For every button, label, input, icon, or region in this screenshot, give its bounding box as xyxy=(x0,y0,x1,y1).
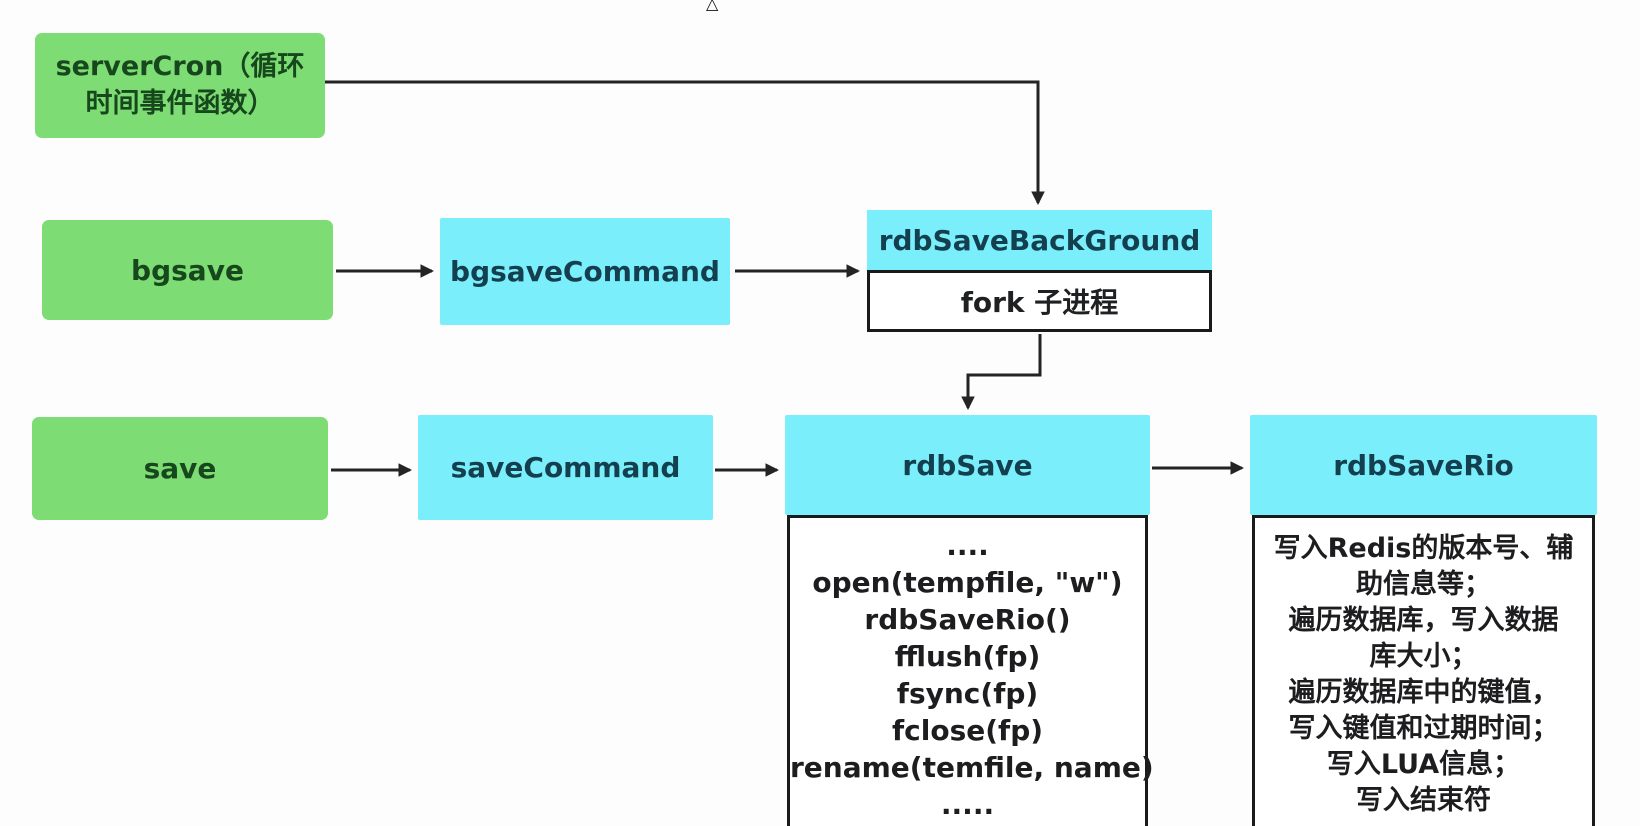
detail-line: 写入键值和过期时间； xyxy=(1288,713,1559,744)
rdbsave-steps-box: .... open(tempfile, "w") rdbSaveRio() ff… xyxy=(787,515,1154,826)
detail-line: 写入Redis的版本号、辅 xyxy=(1273,533,1574,564)
code-line: rdbSaveRio() xyxy=(864,603,1071,636)
node-save-command: saveCommand xyxy=(418,415,713,520)
connector-fork-to-rdbsave xyxy=(961,334,1042,411)
node-rdb-save: rdbSave xyxy=(785,415,1150,515)
node-rdb-save-background: rdbSaveBackGround xyxy=(867,210,1212,270)
node-save-command-label: saveCommand xyxy=(450,451,681,484)
label-line: 时间事件函数） xyxy=(85,87,275,119)
node-rdb-save-background-label: rdbSaveBackGround xyxy=(878,223,1201,257)
connector-servercron-to-rdbsavebackground xyxy=(325,80,1045,206)
code-line: fflush(fp) xyxy=(894,640,1041,673)
node-rdb-save-rio: rdbSaveRio xyxy=(1250,415,1597,515)
node-save-label: save xyxy=(143,452,217,485)
node-fork-child-process: fork 子进程 xyxy=(867,270,1212,332)
node-bgsave-command-label: bgsaveCommand xyxy=(450,255,720,288)
detail-line: 写入结束符 xyxy=(1356,785,1491,816)
code-line: rename(temfile, name) xyxy=(790,751,1154,784)
node-servercron: serverCron（循环 时间事件函数） xyxy=(35,33,325,138)
node-fork-label: fork 子进程 xyxy=(960,286,1119,319)
code-line: .... xyxy=(946,529,989,562)
detail-line: 助信息等； xyxy=(1356,569,1491,600)
code-line: fsync(fp) xyxy=(896,677,1039,710)
rdbsaverio-steps-box: 写入Redis的版本号、辅 助信息等； 遍历数据库，写入数据 库大小； 遍历数据… xyxy=(1252,515,1595,826)
detail-line: 遍历数据库，写入数据 xyxy=(1288,605,1559,636)
code-line: ..... xyxy=(940,788,995,821)
code-line: open(tempfile, "w") xyxy=(812,566,1123,599)
node-bgsave-label: bgsave xyxy=(131,253,244,287)
node-bgsave-command: bgsaveCommand xyxy=(440,218,730,325)
node-bgsave: bgsave xyxy=(42,220,333,320)
detail-line: 写入LUA信息； xyxy=(1326,749,1521,780)
label-line: serverCron（循环 xyxy=(55,51,305,83)
node-servercron-label: serverCron（循环 时间事件函数） xyxy=(56,49,305,122)
node-rdb-save-label: rdbSave xyxy=(902,448,1033,482)
detail-line: 遍历数据库中的键值， xyxy=(1288,677,1559,708)
node-save: save xyxy=(32,417,328,520)
code-line: fclose(fp) xyxy=(891,714,1044,747)
cropped-cursor-glyph: △ xyxy=(706,0,719,13)
node-rdb-save-rio-label: rdbSaveRio xyxy=(1333,448,1514,482)
detail-line: 库大小； xyxy=(1369,641,1478,672)
